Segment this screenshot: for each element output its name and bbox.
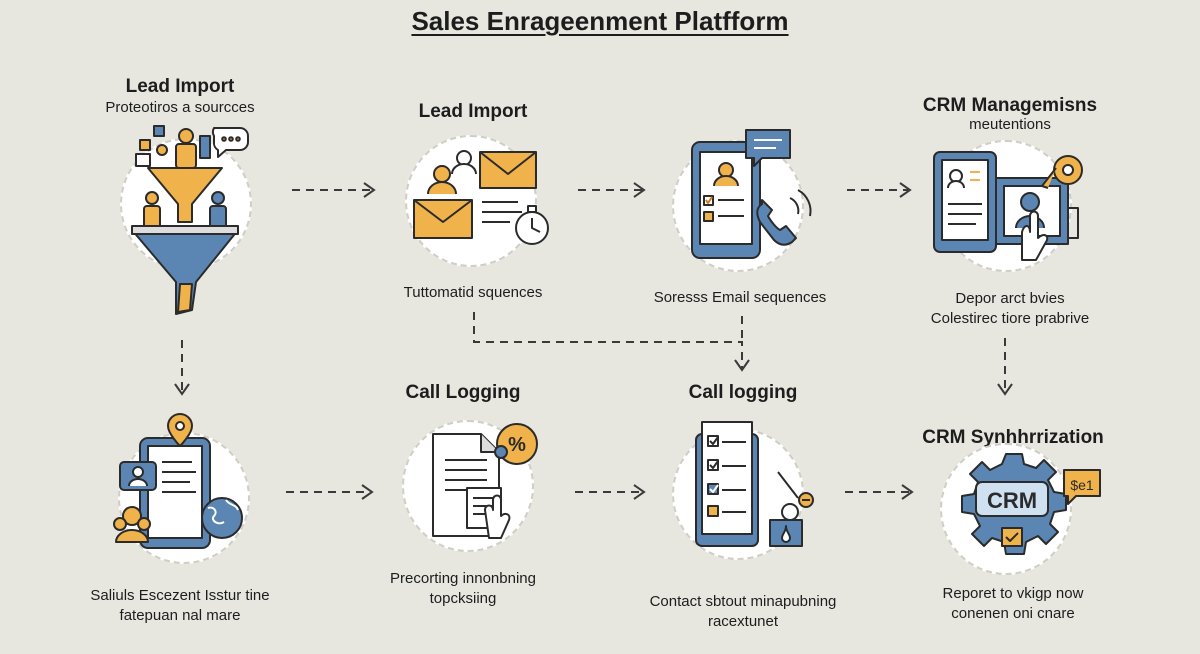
crm-badge: CRM — [987, 488, 1037, 513]
arrow-n6-n7 — [575, 484, 646, 500]
arrow-n7-n8 — [845, 484, 914, 500]
page-title: Sales Enrageenment Platfform — [411, 6, 789, 36]
arrow-n4-n8 — [997, 338, 1013, 396]
arrow-n1-n5 — [174, 340, 190, 396]
node-4-caption-1: Depor arct bvies — [955, 290, 1065, 307]
crm-gear-icon: CRM $e1 — [961, 453, 1101, 555]
arrow-n3-n4 — [847, 182, 912, 198]
node-2-heading: Lead Import — [418, 101, 528, 122]
node-8-heading: CRM Synhhrrization — [922, 427, 1104, 448]
node-3-subtitle: Soresss Email sequences — [653, 289, 827, 306]
node-1-subtitle: Proteotiros a sourcces — [105, 99, 255, 116]
phone-checklist-icon — [691, 129, 812, 259]
percent-badge: % — [508, 434, 526, 456]
arrow-n2-n3 — [578, 182, 646, 198]
node-8-caption-2: conenen oni cnare — [951, 605, 1075, 622]
node-1-heading: Lead Import — [125, 76, 235, 97]
sel-badge: $e1 — [1070, 477, 1094, 493]
node-6-heading: Call Logging — [405, 382, 521, 403]
arrow-n5-n6 — [286, 484, 374, 500]
arrow-n2n3-n7 — [473, 312, 750, 372]
arrow-n1-n2 — [292, 182, 376, 198]
node-4-subtitle: meutentions — [969, 116, 1051, 133]
node-4-caption-2: Colestirec tiore prabrive — [930, 310, 1090, 327]
node-7-heading: Call logging — [688, 382, 798, 403]
node-7-caption-1: Contact sbtout minapubning — [649, 593, 837, 610]
email-icon — [413, 150, 549, 245]
crm-device-icon — [933, 151, 1083, 261]
node-8-caption-1: Reporet to vkigp now — [942, 585, 1084, 602]
node-4-heading: CRM Managemisns — [922, 95, 1098, 116]
tablet-location-icon — [113, 413, 243, 549]
node-6-caption-1: Precorting innonbning — [390, 570, 536, 587]
node-7-caption-2: racextunet — [707, 613, 779, 630]
node-2-subtitle: Tuttomatid squences — [403, 284, 543, 301]
tablet-checklist-icon — [695, 421, 814, 547]
funnel-icon — [131, 125, 249, 315]
node-6-caption-2: topcksiing — [429, 590, 497, 607]
document-click-icon: % — [432, 423, 538, 539]
node-5-caption-2: fatepuan nal mare — [119, 607, 241, 624]
node-5-caption-1: Saliuls Escezent Isstur tine — [90, 587, 270, 604]
